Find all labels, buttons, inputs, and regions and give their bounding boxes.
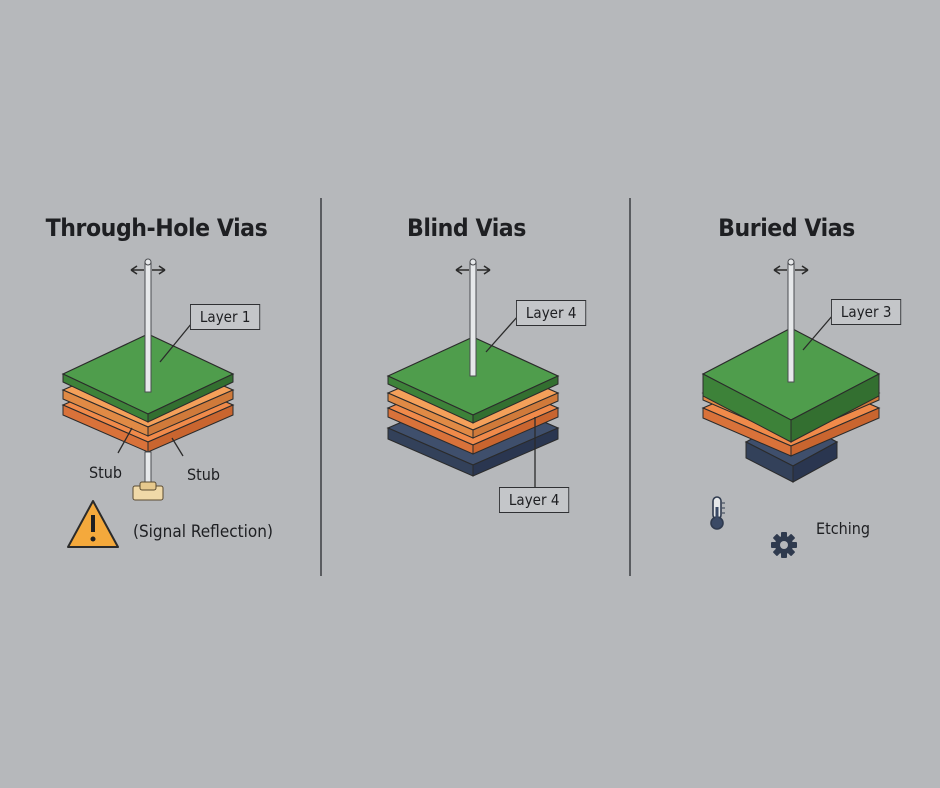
rotate-arrows-icon — [773, 265, 809, 275]
rotate-arrows-icon — [455, 265, 491, 275]
layer-label-top: Layer 1 — [190, 304, 261, 330]
layer-label-bottom: Layer 4 — [499, 487, 570, 513]
blind-vias-title: Blind Vias — [407, 214, 526, 242]
through-hole-diagram — [61, 258, 235, 548]
through-hole-panel: Through-Hole Vias — [0, 0, 313, 788]
warning-icon — [67, 500, 119, 548]
via-stub — [144, 451, 152, 487]
buried-vias-diagram — [701, 258, 881, 558]
stub-label-left: Stub — [89, 463, 123, 482]
process-label: Etching — [816, 519, 871, 538]
blind-vias-panel: Blind Vias Layer 4 Layer 4 — [323, 0, 636, 788]
divider-left — [320, 198, 322, 576]
via-barrel — [144, 261, 152, 393]
via-barrel — [787, 261, 795, 383]
warning-label: (Signal Reflection) — [133, 522, 273, 542]
divider-right — [629, 198, 631, 576]
buried-vias-panel: Buried Vias — [633, 0, 940, 788]
layer-label-top: Layer 3 — [831, 299, 902, 325]
via-barrel — [469, 261, 477, 377]
gear-icon — [771, 532, 797, 558]
rotate-arrows-icon — [130, 265, 166, 275]
thermometer-icon — [710, 496, 725, 530]
through-hole-title: Through-Hole Vias — [45, 214, 268, 242]
buried-vias-title: Buried Vias — [718, 214, 855, 242]
stub-label-right: Stub — [187, 465, 221, 484]
layer-label-top: Layer 4 — [516, 300, 587, 326]
blind-vias-diagram — [386, 258, 560, 487]
